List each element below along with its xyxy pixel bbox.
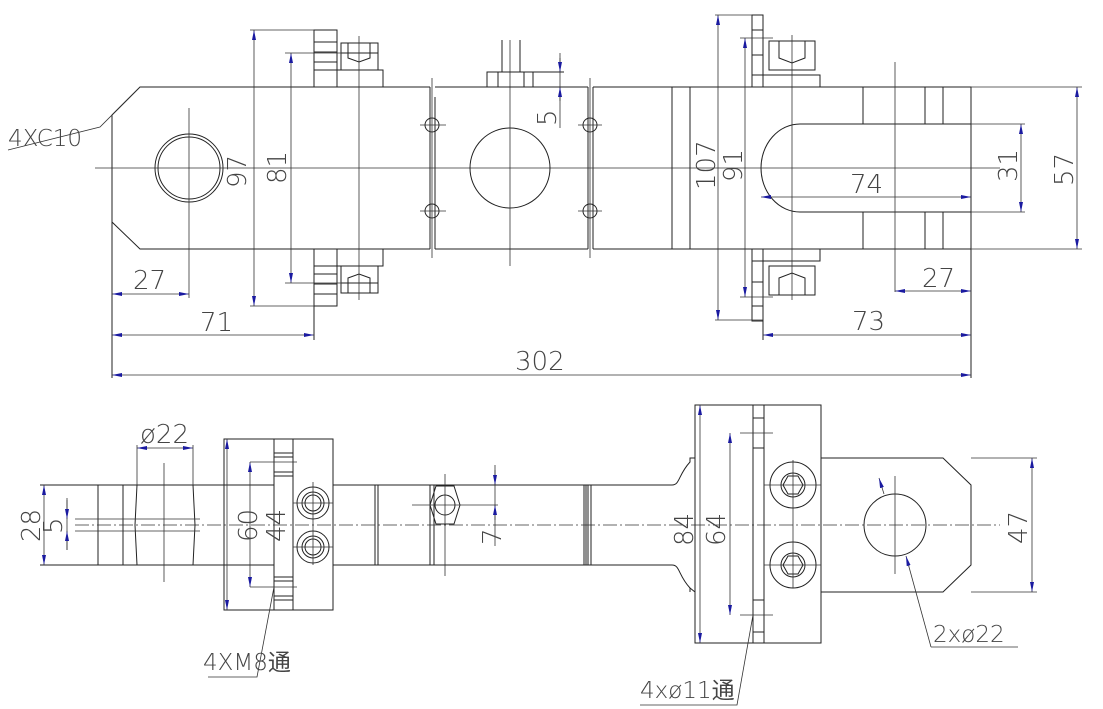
- right-side-clamp: [694, 404, 822, 644]
- dim-71: 71: [200, 308, 233, 338]
- dim-73: 73: [852, 307, 885, 337]
- dim-28: 28: [17, 509, 47, 542]
- small-holes: [420, 78, 602, 258]
- right-plate: [821, 457, 972, 593]
- bolt-head: [293, 482, 333, 565]
- dim-91: 91: [719, 149, 749, 182]
- dim-302: 302: [515, 347, 565, 377]
- dim-44: 44: [262, 509, 292, 542]
- left-rod: [40, 484, 672, 566]
- note-4xm8: 4XM8通: [203, 650, 291, 676]
- bottom-view: ø22 28 5 60 44 4XM8通: [17, 404, 1037, 706]
- stud-nut: [486, 71, 534, 88]
- slot: [760, 123, 971, 213]
- dim-60: 60: [234, 509, 264, 542]
- dim-27-left: 27: [133, 266, 166, 296]
- dim-64: 64: [702, 513, 732, 546]
- dim-81: 81: [263, 151, 293, 184]
- top-view: 4XC10: [7, 14, 1082, 378]
- hex-nut: [412, 474, 498, 576]
- left-clamp-block: [313, 29, 384, 307]
- chamfer-note: 4XC10: [8, 126, 82, 152]
- dim-74: 74: [850, 170, 883, 200]
- dim-7: 7: [478, 528, 508, 545]
- dim-57: 57: [1050, 153, 1080, 186]
- dim-5-top: 5: [533, 109, 563, 126]
- dim-5-bottom: 5: [39, 517, 69, 534]
- dim-27-right: 27: [922, 264, 955, 294]
- note-2xphi22: 2xø22: [933, 622, 1005, 648]
- dim-84: 84: [670, 513, 700, 546]
- note-4xphi11: 4xø11通: [640, 678, 735, 704]
- dim-phi22: ø22: [140, 420, 189, 450]
- dim-97: 97: [223, 155, 253, 188]
- dim-107: 107: [692, 140, 722, 190]
- bolt-head: [764, 460, 821, 589]
- right-clamp-block: [751, 14, 821, 322]
- dim-31: 31: [994, 149, 1024, 182]
- dim-47: 47: [1004, 511, 1034, 544]
- left-side-clamp: [223, 438, 334, 611]
